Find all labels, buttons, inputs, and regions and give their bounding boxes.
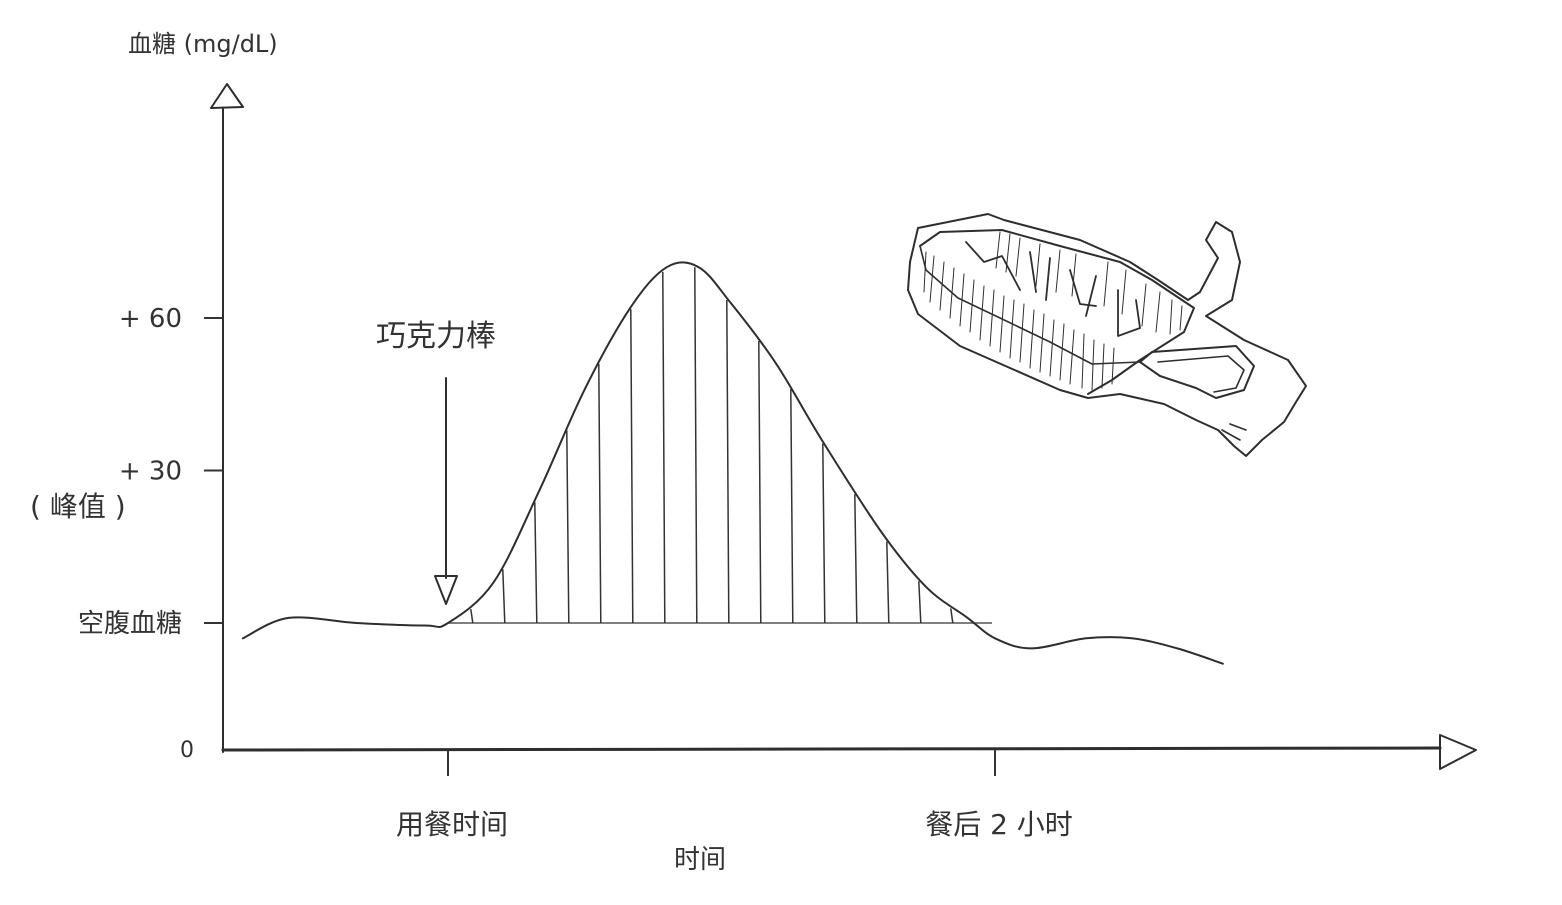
hatch-line — [566, 430, 570, 624]
x-axis-label: 时间 — [674, 845, 726, 875]
hatch-line — [822, 443, 826, 624]
y-axis-arrow — [210, 83, 244, 109]
hatch-line — [630, 309, 634, 624]
glucose-curve — [241, 261, 1224, 665]
hatch-line — [662, 271, 666, 624]
x-axis — [221, 746, 1442, 752]
y-tick-label: + 30 — [119, 457, 182, 487]
peak-area-hatching — [470, 267, 954, 624]
x-axis-ticks: 用餐时间 餐后 2 小时 — [396, 750, 1073, 841]
hatch-line — [950, 608, 954, 624]
hatch-line — [502, 569, 506, 624]
y-tick-label: 空腹血糖 — [78, 609, 182, 639]
hatch-line — [726, 299, 730, 624]
y-tick-label: 0 — [180, 738, 194, 763]
annotation-label: 巧克力棒 — [376, 319, 496, 354]
hatch-line — [790, 389, 794, 624]
x-tick-label: 用餐时间 — [396, 808, 508, 841]
hatch-line — [918, 581, 922, 624]
hatch-line — [534, 502, 538, 624]
hatch-line — [694, 267, 698, 624]
y-tick-label: + 60 — [119, 304, 182, 334]
hatch-line — [470, 608, 474, 624]
hatch-line — [758, 341, 762, 624]
x-tick-label: 餐后 2 小时 — [925, 808, 1073, 841]
peak-note: ( 峰值 ) — [30, 490, 126, 523]
hatch-line — [598, 363, 602, 624]
chocolate-bar-illustration — [907, 213, 1307, 457]
y-axis-label: 血糖 (mg/dL) — [128, 30, 278, 58]
hatch-line — [886, 541, 890, 624]
hatch-line — [854, 494, 858, 624]
annotation-arrow-head — [434, 575, 458, 605]
y-axis-ticks: 0 空腹血糖 + 30 + 60 — [78, 304, 223, 763]
x-axis-arrow — [1439, 734, 1477, 770]
